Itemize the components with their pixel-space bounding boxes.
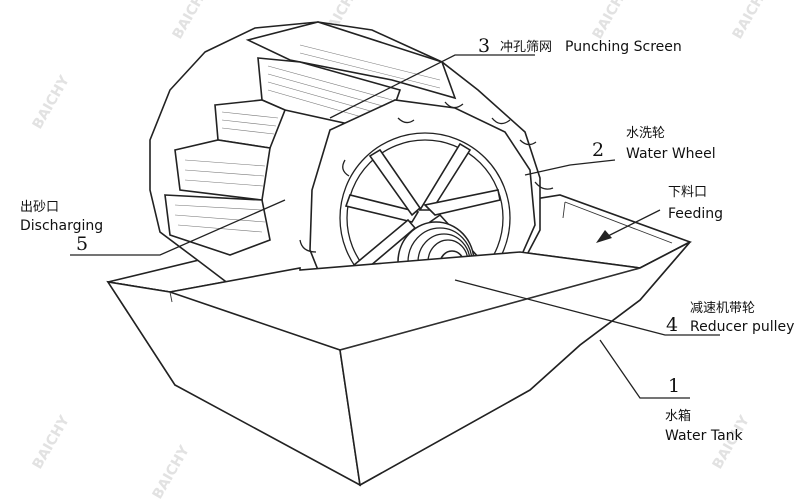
label-cn-punching-screen: 冲孔筛网 [500,40,552,55]
label-cn-water-tank: 水箱 [665,408,691,424]
label-en-water-wheel: Water Wheel [626,146,716,162]
watermark: BAICHY [150,442,194,500]
label-number-water-tank: 1 [668,375,680,397]
label-en-feeding: Feeding [668,206,723,222]
label-en-water-tank: Water Tank [665,428,744,444]
label-en-discharging: Discharging [20,218,103,234]
watermark: BAICHY [30,412,74,472]
label-number-punching-screen: 3 [478,35,490,57]
water-tank [106,241,691,487]
leader-lines [70,54,720,399]
label-number-water-wheel: 2 [592,139,604,161]
watermark: BAICHY [590,0,634,42]
label-cn-feeding: 下料口 [668,185,707,200]
label-cn-water-wheel: 水洗轮 [626,126,665,141]
labels: 3 冲孔筛网 Punching Screen 2 水洗轮 Water Wheel… [20,35,794,444]
label-number-discharging: 5 [76,233,88,255]
watermark: BAICHY [30,72,74,132]
label-en-reducer-pulley: Reducer pulley [690,319,794,335]
label-en-punching-screen: Punching Screen [565,39,682,55]
label-cn-discharging: 出砂口 [20,200,59,215]
label-cn-reducer-pulley: 减速机带轮 [690,301,755,316]
watermark: BAICHY [730,0,774,42]
label-number-reducer-pulley: 4 [666,314,678,336]
watermark: BAICHY [170,0,214,42]
